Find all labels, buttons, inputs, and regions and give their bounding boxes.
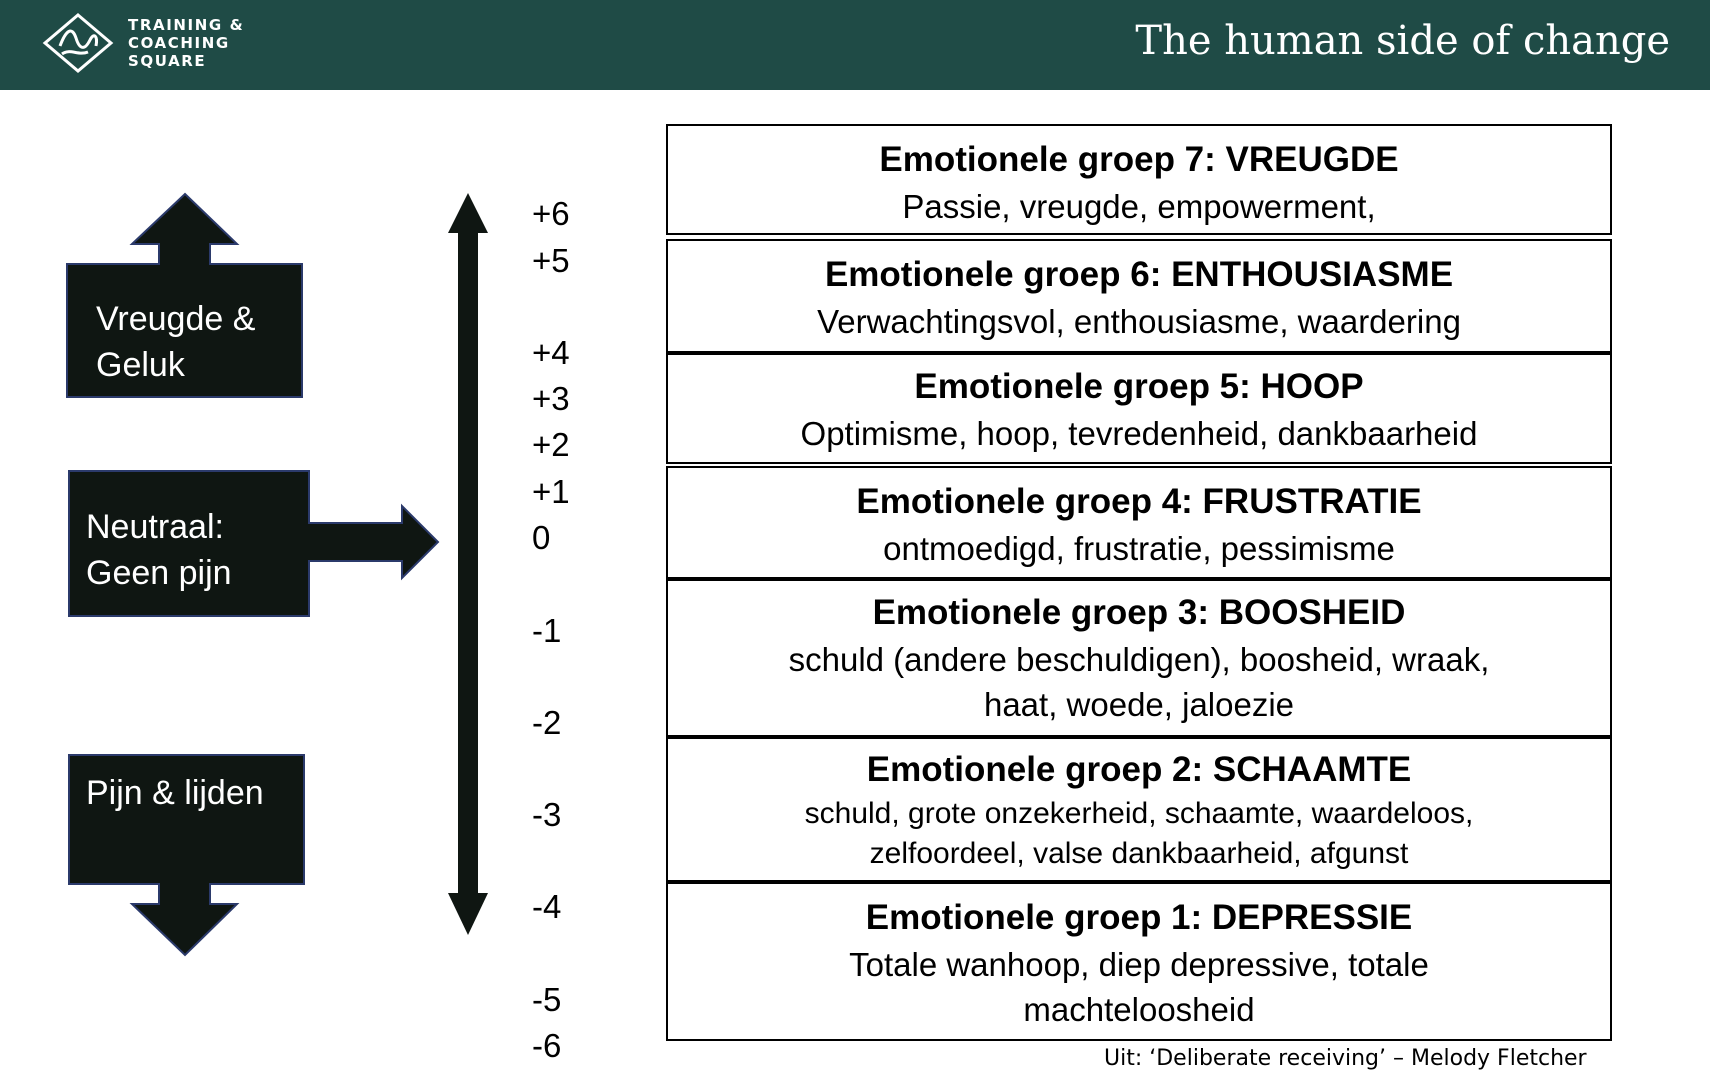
group-1-title: Emotionele groep 1: DEPRESSIE bbox=[865, 898, 1413, 937]
emotion-group-1: Emotionele groep 1: DEPRESSIE Totale wan… bbox=[666, 882, 1612, 1041]
emotion-group-7: Emotionele groep 7: VREUGDE Passie, vreu… bbox=[666, 124, 1612, 235]
group-3-emotions-line-1: schuld (andere beschuldigen), boosheid, … bbox=[788, 641, 1490, 678]
group-5-title: Emotionele groep 5: HOOP bbox=[914, 367, 1364, 406]
group-3-emotions-line-2: haat, woede, jaloezie bbox=[983, 686, 1295, 723]
emotion-group-3: Emotionele groep 3: BOOSHEID schuld (and… bbox=[666, 579, 1612, 737]
joy-box-label: Vreugde & Geluk bbox=[96, 296, 255, 388]
group-1-emotions-line-2: machteloosheid bbox=[1023, 991, 1255, 1028]
scale-value-plus5: +5 bbox=[532, 242, 570, 279]
emotion-group-5: Emotionele groep 5: HOOP Optimisme, hoop… bbox=[666, 353, 1612, 464]
joy-label-line-1: Vreugde & bbox=[96, 300, 256, 338]
arrow-up-icon bbox=[66, 192, 303, 398]
pain-box-label: Pijn & lijden bbox=[86, 770, 264, 816]
scale-value-minus3: -3 bbox=[532, 796, 562, 833]
scale-value-plus1: +1 bbox=[532, 473, 570, 510]
group-4-title: Emotionele groep 4: FRUSTRATIE bbox=[856, 482, 1422, 521]
group-7-title: Emotionele groep 7: VREUGDE bbox=[879, 140, 1399, 179]
logo-icon bbox=[42, 13, 114, 73]
emotion-group-2: Emotionele groep 2: SCHAAMTE schuld, gro… bbox=[666, 737, 1612, 882]
arrow-right-icon bbox=[68, 470, 440, 617]
scale-value-minus1: -1 bbox=[532, 612, 562, 649]
neutral-box-label: Neutraal: Geen pijn bbox=[86, 504, 232, 596]
pain-label-line-1: Pijn & lijden bbox=[86, 774, 264, 812]
group-2-emotions-line-2: zelfoordeel, valse dankbaarheid, afgunst bbox=[869, 837, 1409, 870]
logo-wordmark: TRAINING & COACHING SQUARE bbox=[128, 16, 244, 70]
group-6-emotions: Verwachtingsvol, enthousiasme, waarderin… bbox=[817, 303, 1461, 340]
group-6-title: Emotionele groep 6: ENTHOUSIASME bbox=[824, 255, 1454, 294]
group-1-emotions-line-1: Totale wanhoop, diep depressive, totale bbox=[849, 946, 1429, 983]
source-citation: Uit: ‘Deliberate receiving’ – Melody Fle… bbox=[1104, 1046, 1587, 1071]
scale-value-plus2: +2 bbox=[532, 426, 570, 463]
scale-value-minus4: -4 bbox=[532, 888, 562, 925]
group-7-emotions: Passie, vreugde, empowerment, bbox=[902, 188, 1376, 225]
neutral-label-line-2: Geen pijn bbox=[86, 554, 232, 592]
scale-value-plus6: +6 bbox=[532, 195, 570, 232]
joy-label-line-2: Geluk bbox=[96, 346, 185, 384]
logo-line-3: SQUARE bbox=[128, 52, 207, 70]
double-arrow-icon bbox=[448, 193, 488, 935]
scale-value-minus6: -6 bbox=[532, 1027, 562, 1064]
neutral-label-line-1: Neutraal: bbox=[86, 508, 224, 546]
group-2-title: Emotionele groep 2: SCHAAMTE bbox=[866, 750, 1412, 789]
emotion-group-6: Emotionele groep 6: ENTHOUSIASME Verwach… bbox=[666, 239, 1612, 353]
logo-line-2: COACHING bbox=[128, 34, 230, 52]
scale-value-minus2: -2 bbox=[532, 704, 562, 741]
header-bar: TRAINING & COACHING SQUARE The human sid… bbox=[0, 0, 1710, 90]
scale-value-plus4: +4 bbox=[532, 334, 570, 371]
group-4-emotions: ontmoedigd, frustratie, pessimisme bbox=[883, 530, 1395, 567]
group-2-emotions-line-1: schuld, grote onzekerheid, schaamte, waa… bbox=[804, 797, 1474, 830]
logo-line-1: TRAINING & bbox=[128, 16, 245, 34]
group-5-emotions: Optimisme, hoop, tevredenheid, dankbaarh… bbox=[800, 415, 1478, 452]
group-3-title: Emotionele groep 3: BOOSHEID bbox=[872, 593, 1406, 632]
slide-title: The human side of change bbox=[1135, 18, 1670, 64]
scale-value-zero: 0 bbox=[532, 519, 551, 556]
emotion-group-4: Emotionele groep 4: FRUSTRATIE ontmoedig… bbox=[666, 466, 1612, 579]
arrow-down-icon bbox=[68, 754, 305, 957]
scale-value-minus5: -5 bbox=[532, 981, 562, 1018]
scale-value-plus3: +3 bbox=[532, 380, 570, 417]
